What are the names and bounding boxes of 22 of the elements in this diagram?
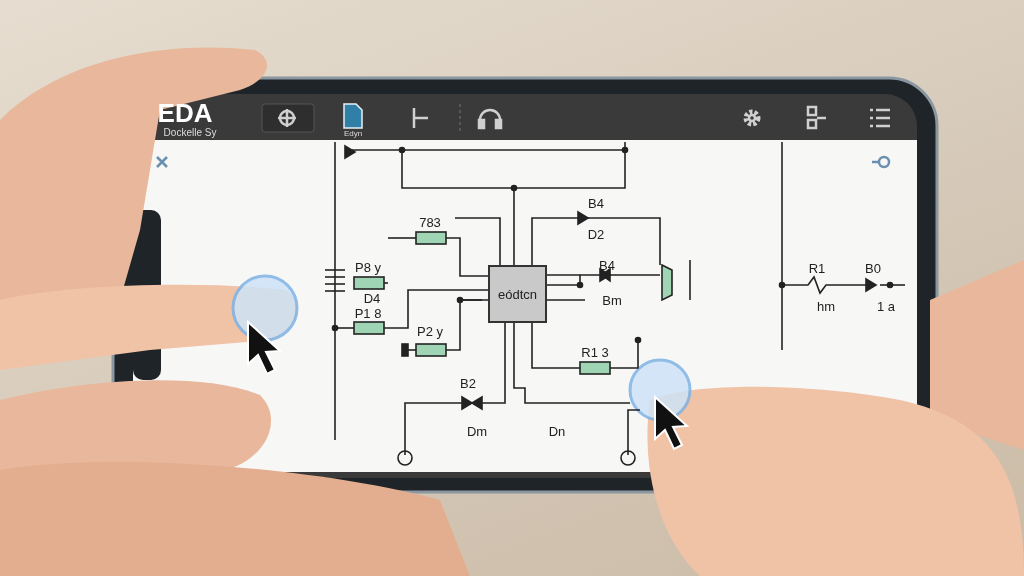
part-label: 783 — [419, 215, 441, 229]
part-label: B0 — [865, 261, 881, 275]
part-label: P8 y — [355, 260, 381, 274]
part-label: B2 — [460, 376, 476, 390]
part-label: R1 3 — [581, 345, 609, 359]
part-label: D4 — [363, 291, 381, 305]
part-label: Dn — [548, 424, 566, 438]
part-label: P2 y — [417, 324, 443, 338]
app-subtitle: Dockelle Sy — [163, 128, 217, 138]
part-label: R1 — [808, 261, 826, 275]
part-label: Bm — [602, 293, 622, 307]
chip-label: eódtcn — [497, 286, 537, 302]
part-label: 1 a — [876, 299, 896, 313]
part-label: hm — [816, 299, 836, 313]
part-label: Dm — [466, 424, 488, 438]
part-label: B4 — [588, 196, 604, 210]
icon-caption: Edyn — [343, 130, 363, 138]
part-label: D2 — [587, 227, 605, 241]
part-label: B4 — [599, 258, 615, 272]
app-title: EDA — [157, 100, 213, 126]
part-label: P1 8 — [354, 306, 382, 320]
ic-chip — [488, 265, 547, 323]
